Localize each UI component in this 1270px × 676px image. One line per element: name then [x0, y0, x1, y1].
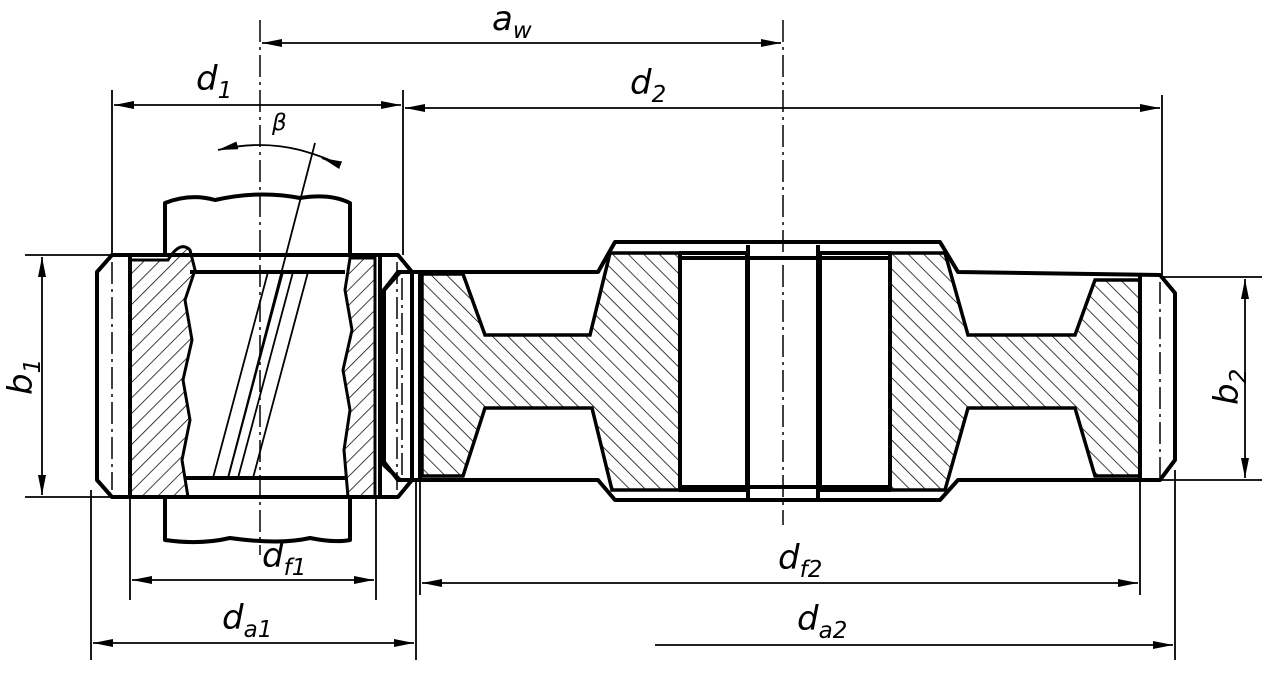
pinion-shaft-top [163, 192, 352, 255]
pinion-section-right [341, 256, 377, 499]
label-df2: df2 [778, 538, 822, 583]
label-da1: da1 [222, 598, 272, 643]
wheel-section-left [420, 251, 682, 492]
label-aw: aw [492, 0, 532, 44]
label-d2: d2 [630, 63, 666, 108]
label-d1: d1 [196, 59, 232, 104]
label-df1: df1 [262, 536, 306, 581]
wheel-gear [382, 240, 1177, 502]
labels: aw d1 d2 β df1 df2 da1 da2 b1 b2 [1, 0, 1252, 644]
pinion-outline [95, 253, 414, 499]
extension-lines [25, 90, 1262, 660]
label-da2: da2 [797, 599, 847, 644]
label-b2: b2 [1207, 369, 1252, 405]
pinion-gear [95, 142, 414, 545]
label-b1: b1 [1, 359, 46, 395]
dimension-lines [38, 39, 1249, 649]
label-beta: β [271, 110, 287, 136]
pinion-section-left [128, 245, 197, 499]
pinion-shaft-bottom [163, 497, 352, 545]
dim-beta-arc [217, 141, 341, 166]
wheel-section-right [888, 251, 1142, 492]
